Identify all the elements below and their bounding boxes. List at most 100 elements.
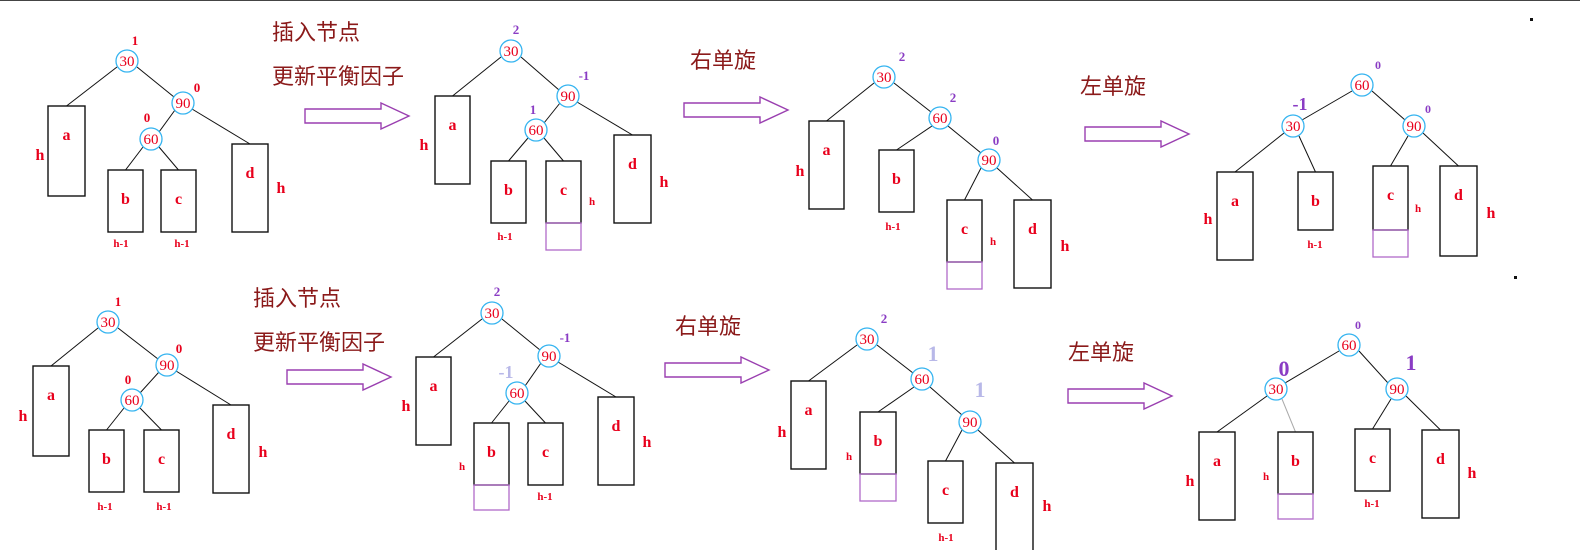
r1s3-node-30-label: 30: [1269, 382, 1284, 398]
r1s0-node-60-label: 60: [125, 393, 140, 409]
tree-edge: [66, 66, 118, 107]
corner-mark: [1514, 276, 1517, 279]
step-rotate-right: 右单旋: [675, 315, 741, 340]
arrow-rotate-right: [664, 355, 771, 385]
r0s1-node-60-circle: [524, 118, 548, 142]
height-label: h: [19, 408, 28, 425]
balance-factor: 2: [513, 22, 520, 37]
tree-edge: [826, 82, 875, 122]
inserted-height-box: [473, 484, 510, 511]
tree-edge: [877, 386, 915, 413]
arrow-rotate-right: [683, 95, 790, 125]
r0s0-node-60-circle: [139, 127, 163, 151]
inserted-height-box: [545, 222, 582, 251]
height-label: h: [36, 147, 45, 164]
r1s2-node-90-label: 90: [963, 415, 978, 431]
tree-edge: [452, 56, 502, 97]
tree-edge: [117, 327, 159, 360]
r0s0-node-30-label: 30: [120, 54, 135, 70]
height-label: h: [1468, 465, 1477, 482]
tree-edge: [524, 362, 542, 387]
tree-edge: [808, 344, 858, 382]
step-rotate-left: 左单旋: [1068, 341, 1134, 366]
balance-factor: -1: [499, 362, 514, 382]
tree-edge: [106, 407, 125, 431]
r0s2-node-60-label: 60: [933, 111, 948, 127]
r0s0-subtree-a-letter: a: [63, 127, 71, 144]
r1s3-subtree-a-letter: a: [1213, 453, 1221, 470]
arrow-rotate-left: [1084, 119, 1191, 149]
r1s0-node-30-circle: [96, 310, 120, 334]
balance-factor: 0: [1279, 356, 1290, 381]
r0s1-subtree-c-letter: c: [560, 182, 567, 199]
r1s2-subtree-c-letter: c: [942, 482, 949, 499]
r1s3-node-90-label: 90: [1390, 382, 1405, 398]
r1s1-subtree-c-box: [527, 422, 564, 486]
height-label: h-1: [113, 238, 128, 250]
r0s1-node-90-label: 90: [561, 89, 576, 105]
tree-edge: [139, 371, 160, 394]
r1s0-node-90-circle: [155, 353, 179, 377]
height-label: h: [1204, 211, 1213, 228]
tree-edge: [158, 109, 176, 133]
inserted-height-box: [1277, 493, 1314, 520]
tree-edge: [191, 108, 251, 145]
height-label: h-1: [1364, 498, 1379, 510]
r1s2-subtree-d-letter: d: [1010, 484, 1019, 501]
height-label: h: [1061, 238, 1070, 255]
r1s0-subtree-c-letter: c: [158, 451, 165, 468]
balance-factor: 0: [176, 341, 183, 356]
r1s0-node-60-circle: [120, 388, 144, 412]
tree-edge: [1281, 398, 1296, 433]
r0s3-subtree-d-letter: d: [1454, 187, 1463, 204]
step-insert-node: 插入节点: [253, 287, 341, 312]
r0s3-subtree-c-box: [1372, 165, 1409, 231]
tree-edge: [1358, 350, 1389, 384]
r1s2-subtree-a-letter: a: [805, 402, 813, 419]
r1s1-subtree-a-letter: a: [430, 378, 438, 395]
r0s1-subtree-a-letter: a: [449, 117, 457, 134]
tree-edge: [996, 167, 1033, 201]
r1s2-subtree-a-box: [790, 380, 827, 470]
r0s0-node-60-label: 60: [144, 132, 159, 148]
tree-edge: [1234, 132, 1285, 173]
height-label: h: [259, 444, 268, 461]
r0s2-subtree-a-box: [808, 120, 845, 210]
r1s0-subtree-d-box: [212, 404, 250, 494]
r0s2-node-30-label: 30: [877, 70, 892, 86]
r0s3-node-90-circle: [1402, 114, 1426, 138]
tree-edge: [50, 327, 99, 367]
r0s3-node-60-circle: [1350, 73, 1374, 97]
tree-edge: [139, 407, 162, 431]
r1s0-subtree-a-letter: a: [47, 387, 55, 404]
r1s0-node-90-label: 90: [160, 358, 175, 374]
tree-edge: [1301, 90, 1353, 121]
tree-edge: [501, 318, 541, 351]
r1s2-node-30-label: 30: [860, 332, 875, 348]
tree-edge: [543, 102, 561, 124]
r0s2-node-90-label: 90: [982, 153, 997, 169]
r0s3-subtree-a-box: [1216, 171, 1254, 261]
r1s0-subtree-a-box: [32, 365, 70, 457]
height-label: h: [589, 196, 595, 208]
r0s1-subtree-b-box: [490, 160, 527, 224]
r1s3-node-60-label: 60: [1342, 338, 1357, 354]
r0s0-subtree-a-box: [47, 105, 86, 197]
height-label: h: [1186, 473, 1195, 490]
r1s0-subtree-d-letter: d: [227, 426, 236, 443]
r1s1-subtree-b-letter: b: [487, 444, 496, 461]
r0s1-node-90-circle: [556, 84, 580, 108]
r1s3-subtree-c-box: [1354, 428, 1391, 492]
r0s0-subtree-b-box: [107, 169, 144, 233]
r1s3-node-60-circle: [1337, 333, 1361, 357]
tree-edge: [945, 429, 963, 462]
r0s0-node-90-label: 90: [176, 96, 191, 112]
balance-factor: 1: [1406, 350, 1417, 375]
arrow-insert: [304, 101, 411, 131]
height-label: h-1: [174, 238, 189, 250]
r1s1-node-60-label: 60: [510, 386, 525, 402]
balance-factor: -1: [1293, 94, 1308, 114]
r0s0-subtree-d-box: [231, 143, 269, 233]
height-label: h: [1263, 471, 1269, 483]
